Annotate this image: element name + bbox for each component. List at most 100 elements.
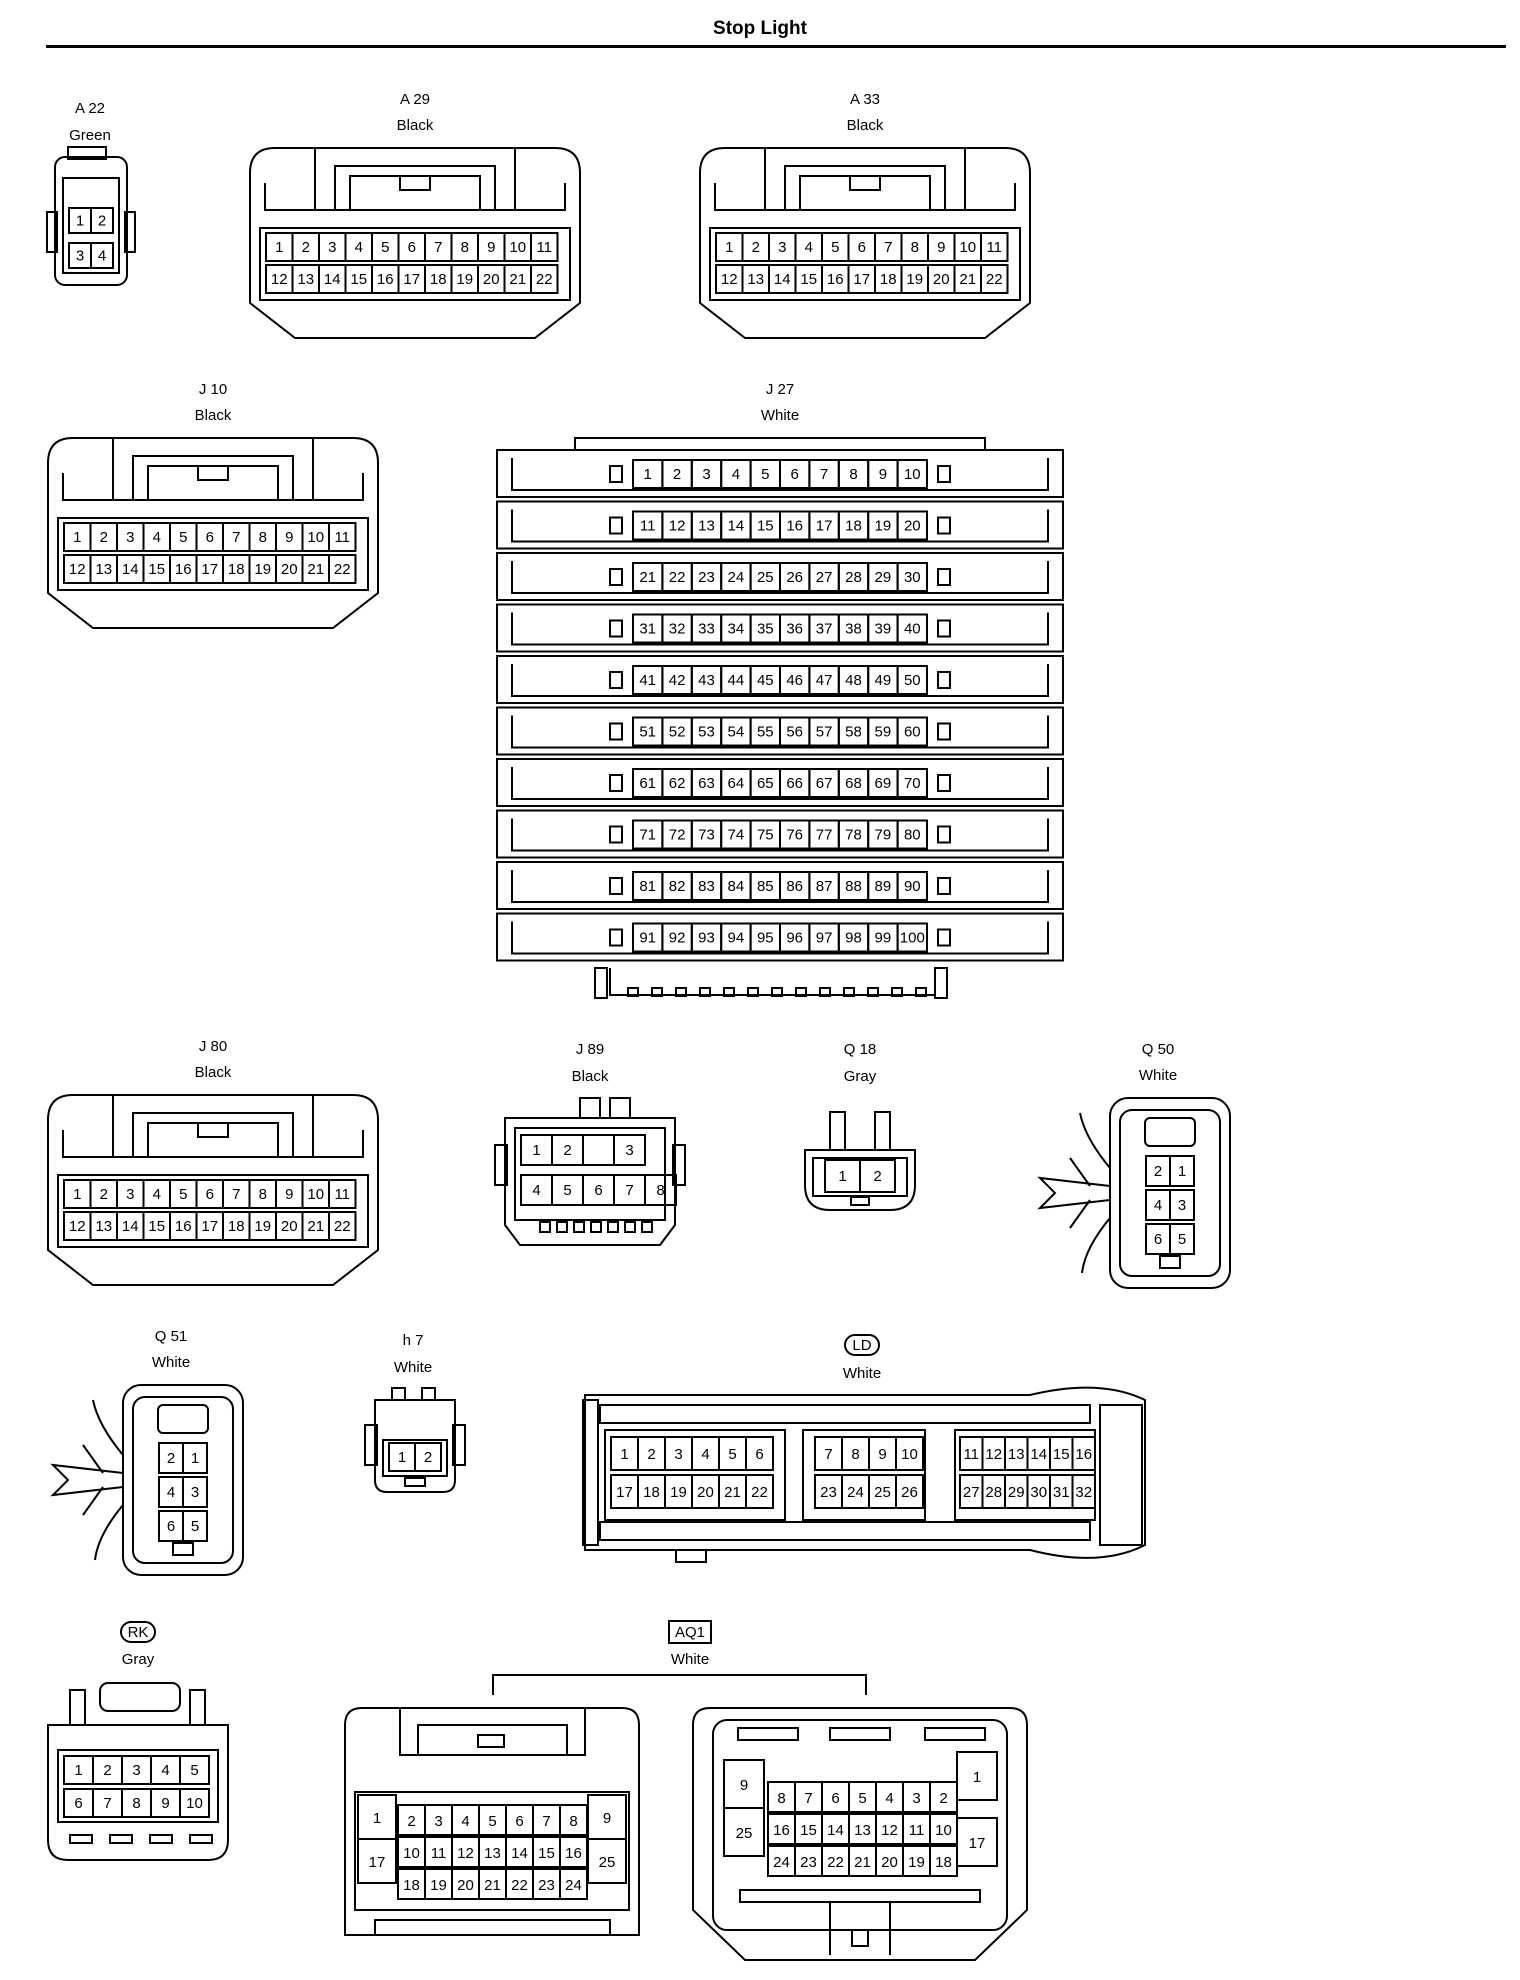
pin-label: 7 [232,1186,240,1203]
pin-label: 57 [816,724,833,741]
pin-label: 12 [881,1822,898,1839]
connector-id: Q 51 [155,1328,188,1345]
pin-label: 47 [816,672,833,689]
pin-label: 3 [1178,1197,1186,1214]
pin-label: 16 [1075,1446,1092,1463]
pin-label: 10 [901,1446,918,1463]
pin-label: 4 [732,466,740,483]
pin-label: 16 [565,1845,582,1862]
connector-id: J 89 [576,1041,604,1058]
pin-label: 13 [95,1218,112,1235]
pin-label: 8 [849,466,857,483]
pin-label: 11 [640,518,656,535]
pin-label: 14 [511,1845,528,1862]
pin-label: 23 [820,1484,837,1501]
pin-label: 2 [424,1449,432,1466]
pin-label: 85 [757,878,774,895]
pin-label: 17 [616,1484,633,1501]
pin-label: 15 [757,518,774,535]
pin-label: 5 [179,529,187,546]
pin-label: 58 [845,724,862,741]
pin-label: 4 [532,1182,540,1199]
pin-label: 10 [509,239,526,256]
pin-label: 1 [76,213,84,230]
pin-label: 4 [167,1484,175,1501]
pin-label: 1 [644,466,652,483]
pin-label: 8 [461,239,469,256]
pin-label: 21 [854,1854,871,1871]
pin-label: 9 [161,1795,169,1812]
pin-label: 15 [148,1218,165,1235]
pin-label: 18 [643,1484,660,1501]
pin-label: 16 [827,271,844,288]
pin-label: 7 [820,466,828,483]
pin-label: 8 [656,1182,664,1199]
pin-label: 22 [334,561,351,578]
connector-color: Gray [122,1651,155,1668]
pin-label: 7 [103,1795,111,1812]
pin-label: 21 [509,271,526,288]
pin-label: 8 [259,1186,267,1203]
pin-label: 59 [875,724,892,741]
pin-label: 81 [639,878,656,895]
pin-label: 35 [757,621,774,638]
pin-label: 19 [906,271,923,288]
pin-label: 10 [307,1186,324,1203]
pin-label: 55 [757,724,774,741]
pin-label: 17 [816,518,833,535]
pin-label: 31 [639,621,656,638]
pin-label: 17 [403,271,420,288]
pin-label: 22 [751,1484,768,1501]
pin-label: 2 [103,1762,111,1779]
pin-label: 72 [669,827,686,844]
connector-id: J 10 [199,381,227,398]
pin-label: 11 [909,1822,925,1839]
pin-label: 15 [350,271,367,288]
pin-label: 4 [1154,1197,1162,1214]
pin-label: 51 [639,724,656,741]
pin-label: 29 [1008,1484,1025,1501]
pin-label: 12 [69,561,86,578]
pin-label: 19 [670,1484,687,1501]
pin-label: 13 [484,1845,501,1862]
pin-label: 7 [232,529,240,546]
page-title: Stop Light [713,18,807,39]
pin-label: 7 [434,239,442,256]
pin-label: 6 [831,1790,839,1807]
pin-label: 63 [698,775,715,792]
pin-label: 68 [845,775,862,792]
pin-label: 20 [281,1218,298,1235]
pin-label: 64 [728,775,745,792]
pin-label: 13 [747,271,764,288]
pin-label: 9 [937,239,945,256]
pin-label: 5 [728,1446,736,1463]
pin-label: 3 [328,239,336,256]
pin-label: 3 [191,1484,199,1501]
pin-label: 8 [777,1790,785,1807]
pin-label: 12 [271,271,288,288]
pin-label: 65 [757,775,774,792]
connector-id: J 80 [199,1038,227,1055]
pin-label: 99 [875,930,892,947]
pin-label: 9 [878,1446,886,1463]
pin-label: 41 [639,672,656,689]
pin-label: 20 [457,1877,474,1894]
pin-label: 3 [702,466,710,483]
pin-label: 22 [536,271,553,288]
pin-label: 7 [542,1813,550,1830]
pin-label: 52 [669,724,686,741]
pin-label: 6 [858,239,866,256]
pin-label: 8 [132,1795,140,1812]
pin-label: 40 [904,621,921,638]
pin-label: 1 [1178,1163,1186,1180]
connector-id: A 33 [850,91,880,108]
pin-label: 2 [647,1446,655,1463]
pin-label: 44 [728,672,745,689]
pin-label: 23 [538,1877,555,1894]
pin-label: 2 [407,1813,415,1830]
